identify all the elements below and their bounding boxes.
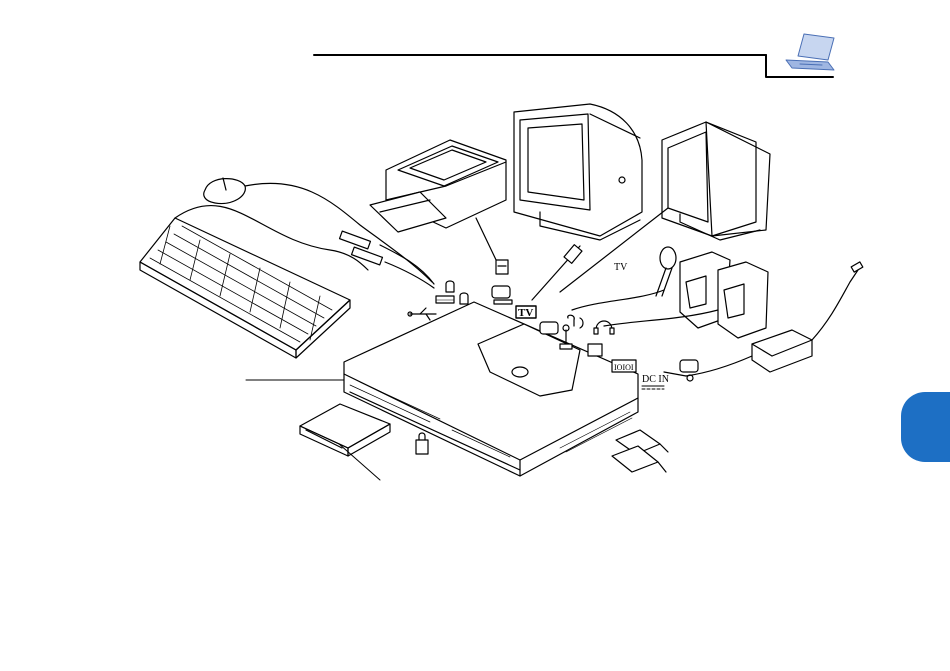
drive-module-icon [300,404,390,456]
audio-in-icon [568,315,583,328]
tv-port-label: TV [518,307,533,319]
pc-cards-icon [612,430,668,472]
monitor-port-icon [492,286,512,304]
keyboard-port-icon [436,296,454,303]
chapter-tab [901,392,950,462]
modem-icon [588,344,602,356]
dc-port-icon [680,360,698,372]
speakers-icon [604,252,768,338]
tv-icon [514,104,642,240]
parallel-port-label: IOIOI [614,363,634,372]
lock-icon [416,433,428,454]
video-cable-icon [532,245,582,300]
joystick-icon [560,325,572,349]
usb-icon [408,308,436,320]
headphones-icon [594,321,614,334]
tv-label: TV [614,262,628,273]
ps2-splitter-cable [340,231,434,288]
printer-port-icon [496,260,508,274]
dc-in-label: DC IN [642,374,669,385]
laptop-icon [786,34,834,70]
svideo-port-icon [540,322,558,334]
printer-icon [370,140,506,264]
microphone-icon [572,247,676,310]
keyboard-icon [140,206,368,358]
header-rule [314,55,833,77]
